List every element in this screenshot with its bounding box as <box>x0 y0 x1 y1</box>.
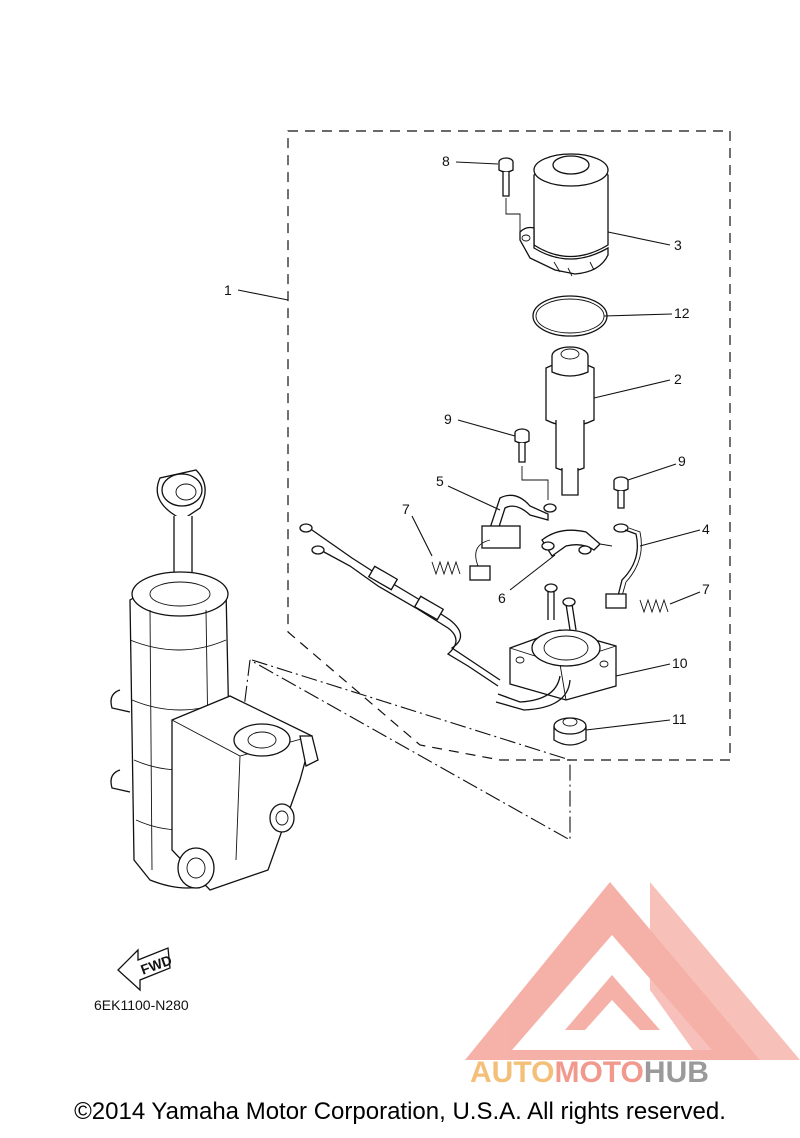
callout-8: 8 <box>442 153 450 169</box>
automotohub-logo <box>465 882 800 1060</box>
callout-6: 6 <box>498 590 506 606</box>
screw-part-9-left <box>514 428 549 500</box>
o-ring-part-12 <box>532 295 608 337</box>
spring-part-7-left <box>431 560 461 576</box>
callout-7-left: 7 <box>402 501 410 517</box>
part-code: 6EK1100-N280 <box>94 997 189 1013</box>
callout-9-right: 9 <box>678 453 686 469</box>
copyright-notice: ©2014 Yamaha Motor Corporation, U.S.A. A… <box>74 1098 726 1125</box>
watermark-moto: MOTO <box>554 1056 644 1089</box>
callout-4: 4 <box>702 521 710 537</box>
watermark-auto: AUTO <box>470 1056 555 1089</box>
assembly-boundary <box>287 130 731 761</box>
callout-9-left: 9 <box>444 411 452 427</box>
armature-part-2 <box>545 346 595 496</box>
screw-part-8 <box>498 157 521 232</box>
spring-part-7-right <box>639 598 669 614</box>
callout-2: 2 <box>674 371 682 387</box>
wire-harness <box>299 523 501 687</box>
grommet-part-11 <box>553 717 587 746</box>
trim-cylinder <box>110 469 319 891</box>
brush-part-4 <box>605 523 642 609</box>
brush-part-5 <box>469 494 557 581</box>
callout-5: 5 <box>436 473 444 489</box>
brush-plate-part-6 <box>541 529 613 557</box>
callout-1: 1 <box>224 282 232 298</box>
callout-11: 11 <box>672 711 687 727</box>
callout-3: 3 <box>674 237 682 253</box>
brush-holder-part-10 <box>495 583 617 711</box>
callout-7-right: 7 <box>702 581 710 597</box>
callout-10: 10 <box>672 655 688 671</box>
fwd-arrow-icon: FWD <box>117 947 174 992</box>
callout-12: 12 <box>674 305 690 321</box>
screw-part-9-right <box>613 476 629 509</box>
watermark-hub: HUB <box>643 1056 709 1089</box>
watermark-text: AUTOMOTOHUB <box>470 1056 709 1090</box>
motor-part-3 <box>519 153 609 277</box>
